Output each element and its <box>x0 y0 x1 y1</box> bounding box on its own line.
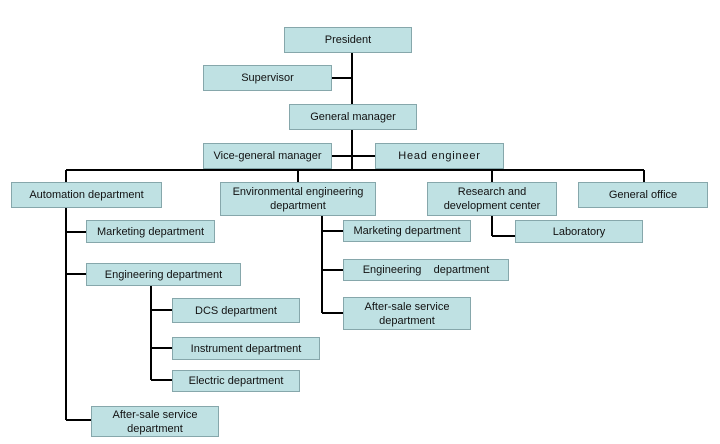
laboratory-node: Laboratory <box>515 220 643 243</box>
automation-engineering-department-label: Engineering department <box>104 268 223 281</box>
electric-department-node: Electric department <box>172 370 300 392</box>
laboratory-label: Laboratory <box>552 225 606 238</box>
electric-department-label: Electric department <box>188 375 284 387</box>
supervisor-node: Supervisor <box>203 65 332 91</box>
general-manager-label: General manager <box>310 111 396 123</box>
automation-marketing-department-node: Marketing department <box>86 220 215 243</box>
research-development-center-label: Research and development center <box>443 186 541 212</box>
environmental-after-sale-service-department-label: After-sale service department <box>364 300 450 327</box>
automation-department-node: Automation department <box>11 182 162 208</box>
general-manager-node: General manager <box>289 104 417 130</box>
automation-marketing-department-label: Marketing department <box>97 225 204 238</box>
dcs-department-node: DCS department <box>172 298 300 323</box>
environmental-engineering-subdepartment-label: Engineering department <box>362 264 490 276</box>
environmental-engineering-department-label: Environmental engineering department <box>232 186 364 212</box>
general-office-node: General office <box>578 182 708 208</box>
instrument-department-node: Instrument department <box>172 337 320 360</box>
environmental-after-sale-service-department-node: After-sale service department <box>343 297 471 330</box>
general-office-label: General office <box>608 189 678 201</box>
president-label: President <box>324 34 372 46</box>
supervisor-label: Supervisor <box>241 72 294 84</box>
vice-general-manager-label: Vice-general manager <box>213 150 322 162</box>
vice-general-manager-node: Vice-general manager <box>203 143 332 169</box>
environmental-marketing-department-node: Marketing department <box>343 220 471 242</box>
instrument-department-label: Instrument department <box>190 342 302 355</box>
automation-department-label: Automation department <box>29 189 144 201</box>
environmental-engineering-department-node: Environmental engineering department <box>220 182 376 216</box>
research-development-center-node: Research and development center <box>427 182 557 216</box>
automation-engineering-department-node: Engineering department <box>86 263 241 286</box>
environmental-marketing-department-label: Marketing department <box>353 225 461 237</box>
automation-after-sale-service-department-node: After-sale service department <box>91 406 219 437</box>
automation-after-sale-service-department-label: After-sale service department <box>112 408 198 435</box>
dcs-department-label: DCS department <box>195 304 277 317</box>
environmental-engineering-subdepartment-node: Engineering department <box>343 259 509 281</box>
head-engineer-node: Head engineer <box>375 143 504 169</box>
president-node: President <box>284 27 412 53</box>
head-engineer-label: Head engineer <box>398 150 481 162</box>
